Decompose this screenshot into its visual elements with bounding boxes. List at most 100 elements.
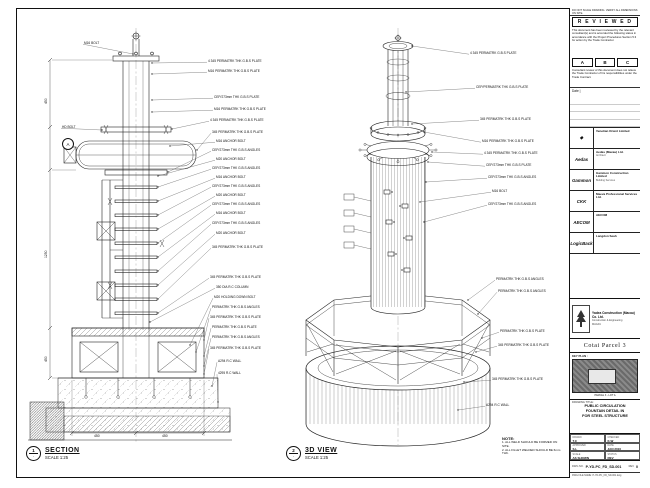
iso-callout: CEP/PERMATRK THK G.B.S PLATE [476, 85, 529, 89]
consultant-subtext: Architect [596, 154, 606, 158]
drawing-title-line: FOUNTAIN DETAIL IN [585, 409, 625, 414]
status-option: C [617, 58, 639, 67]
section-marker-number: 1 [29, 448, 38, 455]
reviewed-stamp: R E V I E W E D [572, 17, 638, 27]
consultant-logo: Gammon [570, 170, 594, 190]
info-field-label: DRAWN [572, 435, 582, 439]
consultant-logo: ◆ [570, 128, 594, 148]
drawing-info-grid: DRAWN T.C CHECKED K.W APPROVED S.L DATE … [570, 433, 640, 460]
titleblock-spacer [570, 253, 640, 298]
title-block: DO NOT SCALE DRAWING. VERIFY ALL DIMENSI… [569, 8, 640, 478]
consultant-info: Maeva Professional Services Ltd. [594, 191, 640, 211]
iso-callout: M16 BOLT [492, 189, 508, 193]
consultant-row: Aedas Aedas (Macau) Ltd. Architect [570, 148, 640, 169]
section-callout: 345 PERMATRK THK G.B.S PLATE [210, 315, 262, 319]
iso-callout: M16 PERMATRK THK G.B.S PLATE [482, 139, 534, 143]
detail-marker-letter: A [66, 141, 70, 147]
iso-callout: A294 R.C WALL [486, 403, 510, 407]
section-callout: M20 ANCHOR BOLT [216, 231, 246, 235]
key-plan-image [572, 359, 638, 393]
status-option: B [594, 58, 616, 67]
section-callout: M20 HOLDING DOWN BOLT [214, 295, 256, 299]
dimension-label-vertical: 450 [44, 356, 48, 362]
iso-callout: PERMATRK THK G.B.S ANGLES [496, 277, 544, 281]
consultant-name: Gammon Construction Limited [596, 170, 629, 179]
consultant-logo: LogicBack [570, 233, 594, 253]
section-callout: M16 BOLT [84, 41, 100, 45]
section-callout: CEP/273mm THK G.B.S ANGLES [212, 202, 261, 206]
section-callout: 345 PERMATRK THK G.B.S PLATE [212, 130, 264, 134]
info-field-value: K.W [607, 438, 614, 443]
info-field: STATUS REV [605, 451, 640, 460]
consultant-name: Maeva Professional Services Ltd. [596, 191, 638, 200]
info-field-label: APPROVED [572, 444, 586, 448]
note-line: 2. ALL FILLET WELDED SHOULD BE 6mm THK. [502, 447, 561, 456]
contractor-subtext-1: Construction & Engineering [592, 319, 623, 323]
iso-callout: CEP/273mm THK G.B.S ANGLES [488, 175, 537, 179]
iso-callout: 4 345 PERMATRK THK G.B.S PLATE [484, 151, 538, 155]
iso-callout: 4 345 PERMATRK G.B.S PLATE [470, 51, 517, 55]
consultant-row: ◆ Venetian Orient Limited [570, 127, 640, 148]
contractor-name: Yadea Construction (Macau) Co. Ltd. [592, 311, 635, 320]
consultant-row: Gammon Gammon Construction Limited Build… [570, 169, 640, 190]
detail-marker: A [62, 138, 74, 150]
consultant-name: AECOM [596, 212, 608, 217]
iso-callout: 345 PERMATRK THK G.B.S PLATE [480, 117, 532, 121]
iso-callout: CEP/273mm THK G.B.S ANGLES [488, 202, 537, 206]
consultant-logo: Aedas [570, 149, 594, 169]
dimension-label: 450 [94, 434, 100, 438]
info-field-value: REV [607, 455, 614, 460]
iso-callout: 345 PERMATRK THK G.B.S PLATE [492, 377, 544, 381]
section-callout: PERMATRK THK G.B.S PLATE [212, 325, 257, 329]
section-view-marker: 1 - [26, 446, 41, 461]
dimension-label-vertical: 450 [44, 98, 48, 104]
section-callout: 4295 R.C WALL [218, 371, 241, 375]
dwg-no-value: P-YD-PC_FD_SD-001 [585, 464, 622, 469]
dimension-label-vertical: 1250 [44, 250, 48, 258]
info-field-label: STATUS [607, 452, 617, 456]
contractor-logo-tree-icon [572, 304, 590, 333]
rev-label: REV [628, 465, 634, 468]
key-plan-highlight [588, 368, 616, 384]
iso-callout: 345 PERMATRK THK G.B.S PLATE [498, 343, 550, 347]
iso-title-text: 3D VIEW [305, 447, 338, 454]
section-callout: CEP/273mm THK G.B.S PLATE [214, 95, 260, 99]
review-date-label: Date | [570, 87, 640, 97]
consultant-row: CKK Maeva Professional Services Ltd. [570, 190, 640, 211]
section-callout: 4 345 PERMATRK THK G.B.S PLATE [208, 59, 262, 63]
key-plan-caption: PARCEL 3 - LOT A [594, 394, 616, 397]
consultant-row: AECOM AECOM [570, 211, 640, 232]
info-field: DATE JAN 2010 [605, 442, 640, 452]
key-plan-label: KEY PLAN : [572, 354, 588, 358]
status-option: A [572, 58, 593, 67]
section-callout: A294 R.C WALL [218, 359, 242, 363]
section-callout: 4 345 PERMATRK THK G.B.S PLATE [210, 118, 264, 122]
consultant-logo: CKK [570, 191, 594, 211]
section-marker-ref: - [32, 454, 35, 459]
consultant-info: AECOM [594, 212, 640, 232]
section-callout: M16 ANCHOR BOLT [216, 175, 246, 179]
info-field: SCALE AS SHOWN [570, 451, 605, 460]
section-callout: 345 PERMATRK THK G.B.S PLATE [210, 346, 262, 350]
iso-view-marker: 2 - [286, 446, 301, 461]
info-field-value: AS SHOWN [572, 455, 590, 460]
review-disclaimer: Consultant review of this document does … [572, 68, 637, 79]
section-callout: CEP/273mm THK G.B.S ANGLES [212, 221, 261, 225]
section-callout: PERMATRK THK G.B.S ANGLES [212, 335, 260, 339]
key-plan-box: KEY PLAN : PARCEL 3 - LOT A [570, 352, 640, 399]
section-callout: M16 PERMATRK THK G.B.S PLATE [214, 107, 266, 111]
iso-callout: PERMATRK THK G.B.S PLATE [500, 329, 545, 333]
section-callout: M16 PERMATRK THK G.B.S PLATE [208, 69, 260, 73]
info-field: CHECKED K.W [605, 434, 640, 443]
consultant-info: Langdon Seah [594, 233, 640, 253]
section-callout: M20 ANCHOR BOLT [216, 157, 246, 161]
section-scale-text: SCALE 1:25 [45, 455, 69, 460]
iso-callout: CEP/273mm THK G.B.S PLATE [486, 163, 532, 167]
dwg-no-label: DWG NO. [572, 465, 584, 468]
drawing-title-line: PUBLIC CIRCULATION [584, 404, 626, 408]
consultant-info: Aedas (Macau) Ltd. Architect [594, 149, 640, 169]
contractor-subtext-2: MACAU [592, 322, 602, 326]
notes-title: NOTE: [502, 436, 515, 441]
